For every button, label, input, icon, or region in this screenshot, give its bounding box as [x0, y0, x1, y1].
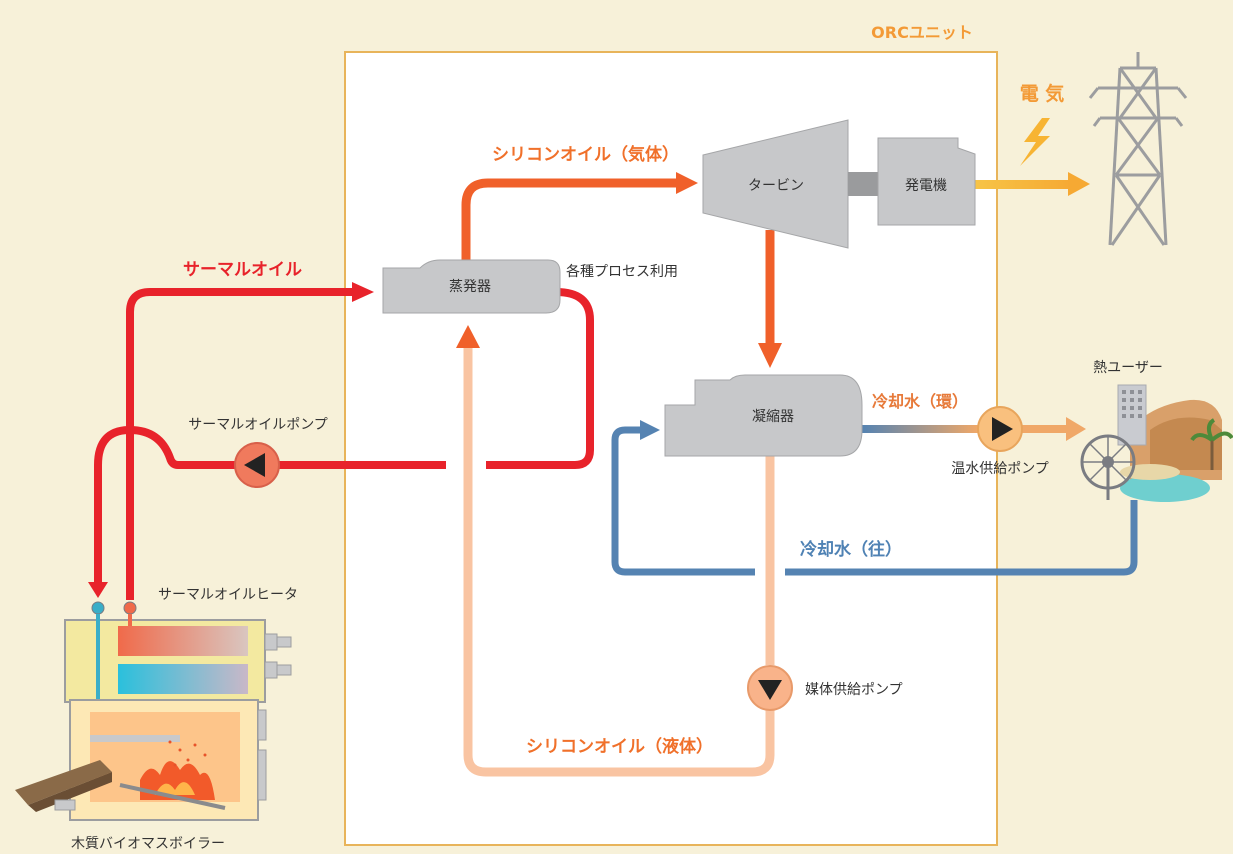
cooling-return-label: 冷却水（環） [872, 392, 968, 411]
evaporator [382, 259, 561, 314]
heat-user-label: 熱ユーザー [1093, 360, 1163, 376]
lightning-icon [1020, 118, 1050, 166]
cooling-return-arrow [1066, 417, 1086, 441]
boiler-label: 木質バイオマスボイラー [71, 836, 225, 852]
silicone-liquid-line-2 [463, 345, 775, 777]
heat-user-illustration [1080, 384, 1233, 502]
transmission-tower-icon [1088, 52, 1188, 246]
cooling-supply-line-1 [785, 500, 1138, 576]
biomass-boiler-illustration [15, 601, 292, 821]
electricity-arrow [1068, 172, 1090, 196]
silicone-gas-label: シリコンオイル（気体） [492, 144, 679, 165]
thermal-oil-to-heater-line [94, 425, 238, 585]
thermal-oil-pump-arrow-icon [244, 453, 265, 477]
turbine-exhaust-arrow [758, 343, 782, 368]
hot-water-pump-label: 温水供給ポンプ [951, 461, 1049, 477]
condenser-label: 凝縮器 [752, 409, 794, 425]
silicone-liquid-arrow [456, 325, 480, 348]
thermal-oil-label: サーマルオイル [183, 260, 302, 280]
heater-label: サーマルオイルヒータ [158, 587, 298, 603]
cooling-supply-label: 冷却水（往） [800, 539, 902, 560]
thermal-oil-supply-line [126, 288, 355, 600]
generator [877, 137, 976, 226]
cooling-supply-arrow [640, 420, 660, 440]
turbine [702, 119, 849, 249]
silicone-gas-arrow [676, 172, 698, 194]
process-use-label: 各種プロセス利用 [566, 264, 678, 280]
thermal-oil-pump-label: サーマルオイルポンプ [188, 417, 328, 433]
medium-pump-arrow-icon [758, 680, 782, 700]
turbine-shaft [848, 172, 878, 196]
medium-pump-label: 媒体供給ポンプ [805, 682, 903, 698]
generator-label: 発電機 [905, 178, 947, 194]
thermal-oil-down-arrow [88, 582, 108, 598]
cooling-supply-line-2 [611, 426, 755, 576]
silicone-gas-line [461, 178, 680, 262]
electricity-label: 電 気 [1020, 82, 1065, 105]
condenser [664, 374, 863, 457]
evaporator-label: 蒸発器 [449, 279, 491, 295]
thermal-oil-supply-arrow [352, 282, 374, 302]
silicone-liquid-label: シリコンオイル（液体） [526, 736, 713, 757]
hot-water-pump-arrow-icon [992, 417, 1013, 441]
thermal-oil-return-line [486, 288, 594, 469]
electricity-line [975, 180, 1071, 189]
orc-unit-label: ORCユニット [871, 23, 973, 42]
cooling-return-line-2 [1022, 425, 1070, 433]
cooling-return-line [862, 425, 978, 433]
turbine-label: タービン [748, 178, 804, 194]
